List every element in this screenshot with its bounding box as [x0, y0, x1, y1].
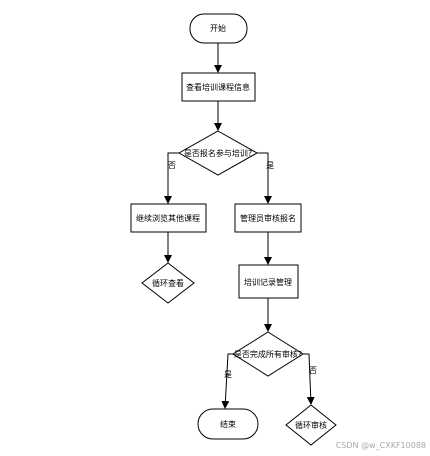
watermark: CSDN @w_CXKF10088 [336, 441, 426, 450]
label-review-no: 否 [309, 366, 317, 375]
node-admin-review-label: 管理员审核报名 [240, 213, 296, 223]
node-decision-review-label: 是否完成所有审核? [234, 349, 302, 359]
label-register-yes: 是 [266, 161, 274, 170]
edge-review-yes [221, 353, 233, 409]
edge-register-yes [257, 152, 272, 204]
node-loop-review-label: 循环审核 [295, 420, 327, 430]
node-decision-register-label: 是否报名参与培训? [184, 148, 252, 158]
edge-register-no [164, 152, 179, 204]
label-register-no: 否 [168, 161, 176, 170]
node-browse-other-label: 继续浏览其他课程 [136, 213, 200, 223]
node-loop-view: 循环查看 [141, 262, 195, 304]
node-records-label: 培训记录管理 [244, 277, 292, 287]
node-browse-other: 继续浏览其他课程 [130, 203, 207, 233]
node-start: 开始 [189, 13, 248, 44]
node-end: 结束 [197, 408, 259, 440]
edge-review-no [303, 353, 315, 405]
node-loop-review: 循环审核 [285, 404, 337, 446]
node-start-label: 开始 [210, 23, 226, 33]
node-admin-review: 管理员审核报名 [234, 203, 302, 233]
node-loop-view-label: 循环查看 [152, 278, 184, 288]
node-decision-review: 是否完成所有审核? [232, 331, 304, 377]
node-end-label: 结束 [220, 419, 236, 429]
edges [164, 43, 315, 409]
node-view-info: 查看培训课程信息 [181, 72, 256, 102]
node-decision-register: 是否报名参与培训? [177, 130, 259, 176]
label-review-yes: 是 [224, 370, 232, 379]
node-view-info-label: 查看培训课程信息 [186, 82, 250, 92]
node-records: 培训记录管理 [238, 264, 299, 299]
